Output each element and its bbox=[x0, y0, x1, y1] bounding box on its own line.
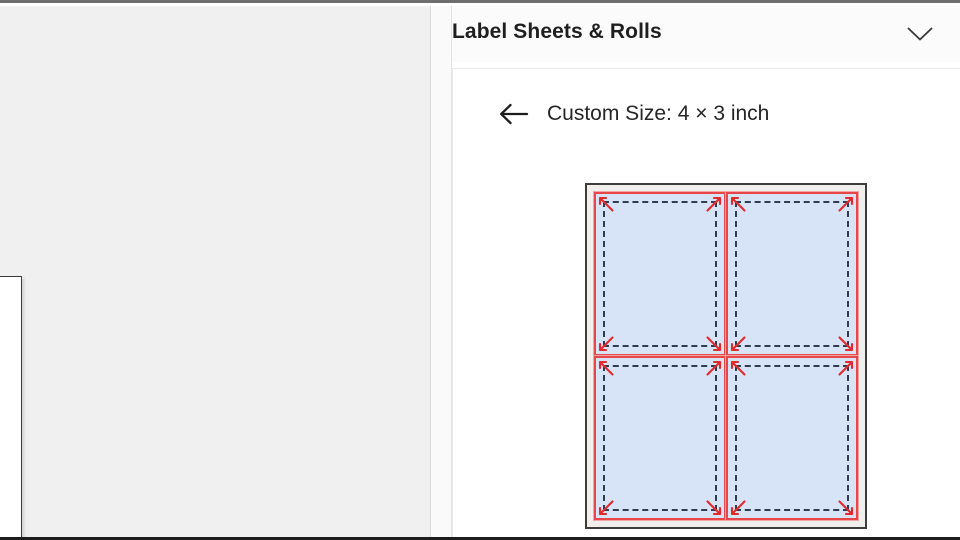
custom-size-title: Custom Size: 4 × 3 inch bbox=[547, 102, 770, 125]
label-sheet-preview[interactable] bbox=[585, 183, 867, 529]
canvas-gutter bbox=[431, 6, 452, 537]
label-cell[interactable] bbox=[593, 355, 727, 521]
label-margin-guide bbox=[735, 201, 849, 347]
label-margin-guide bbox=[603, 201, 717, 347]
label-sheets-task-pane: Label Sheets & Rolls Custom Size: 4 × 3 … bbox=[452, 6, 960, 537]
task-pane-body: Custom Size: 4 × 3 inch bbox=[452, 68, 960, 537]
label-margin-guide bbox=[735, 365, 849, 511]
chevron-down-icon[interactable] bbox=[902, 16, 938, 52]
document-canvas[interactable] bbox=[0, 6, 431, 537]
label-cell[interactable] bbox=[593, 191, 727, 357]
task-pane-header: Label Sheets & Rolls bbox=[452, 6, 960, 62]
label-margin-guide bbox=[603, 365, 717, 511]
label-grid bbox=[593, 191, 859, 521]
back-to-label-list-row[interactable]: Custom Size: 4 × 3 inch bbox=[499, 97, 769, 131]
label-cell[interactable] bbox=[725, 355, 859, 521]
label-cell[interactable] bbox=[725, 191, 859, 357]
document-page[interactable] bbox=[0, 276, 22, 537]
arrow-left-icon[interactable] bbox=[499, 99, 529, 129]
task-pane-title: Label Sheets & Rolls bbox=[452, 20, 662, 43]
